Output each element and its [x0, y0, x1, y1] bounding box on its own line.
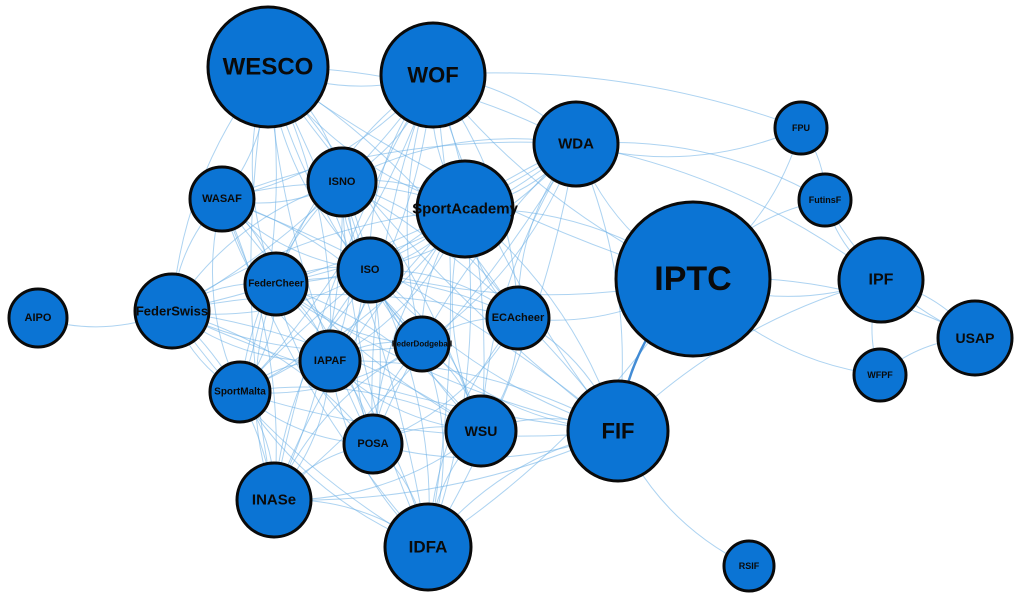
node-circle	[379, 21, 487, 129]
node-label: SportMalta	[214, 387, 266, 398]
edge-WOF-IDFA	[427, 74, 452, 548]
node-SportAcademy: SportAcademy	[412, 159, 519, 259]
node-label: WDA	[558, 136, 594, 153]
edge-FederSwiss-FIF	[171, 310, 619, 432]
node-WDA: WDA	[532, 100, 620, 188]
node-FederSwiss: FederSwiss	[133, 272, 211, 350]
node-circle	[243, 251, 309, 317]
node-label: IAPAF	[314, 355, 346, 367]
node-label: RSIF	[739, 561, 760, 571]
node-label: WFPF	[867, 370, 893, 380]
node-ISNO: ISNO	[306, 146, 378, 218]
node-label: WESCO	[223, 54, 314, 81]
edge-ISNO-WSU	[341, 181, 482, 432]
node-circle	[306, 146, 378, 218]
node-circle	[532, 100, 620, 188]
node-FederDodgeball: FederDodgeball	[392, 315, 452, 373]
node-label: FederDodgeball	[392, 340, 452, 349]
node-label: FutinsF	[809, 195, 842, 205]
node-WASAF: WASAF	[188, 165, 256, 233]
node-circle	[336, 236, 404, 304]
node-IDFA: IDFA	[383, 502, 473, 592]
node-WFPF: WFPF	[852, 347, 908, 403]
edge-WASAF-FIF	[221, 198, 619, 432]
edge-WDA-IDFA	[427, 143, 577, 548]
node-label: ISNO	[329, 176, 356, 188]
node-circle	[393, 315, 451, 373]
node-IPF: IPF	[837, 236, 925, 324]
node-label: FPU	[792, 123, 810, 133]
edge-WASAF-POSA	[221, 198, 374, 445]
node-circle	[566, 379, 670, 483]
node-label: FederCheer	[248, 279, 304, 290]
node-circle	[444, 394, 518, 468]
edge-FederSwiss-ECAcheer	[171, 293, 519, 319]
node-WSU: WSU	[444, 394, 518, 468]
node-circle	[133, 272, 211, 350]
edge-WESCO-FIF	[267, 66, 619, 432]
node-circle	[7, 287, 69, 349]
node-IPTC: IPTC	[614, 200, 772, 358]
edge-WASAF-INASe	[221, 198, 277, 501]
node-label: INASe	[252, 492, 296, 509]
node-circle	[852, 347, 908, 403]
node-label: SportAcademy	[412, 201, 519, 218]
node-label: POSA	[357, 438, 388, 450]
node-label: AIPO	[25, 312, 52, 324]
edge-WOF-FPU	[432, 72, 802, 129]
node-circle	[415, 159, 515, 259]
node-circle	[614, 200, 772, 358]
node-FIF: FIF	[566, 379, 670, 483]
node-label: IDFA	[409, 538, 448, 557]
node-INASe: INASe	[235, 461, 313, 539]
node-WESCO: WESCO	[206, 5, 330, 129]
node-label: USAP	[956, 330, 995, 346]
edge-ISNO-IDFA	[341, 181, 429, 548]
node-circle	[722, 539, 776, 593]
node-circle	[342, 413, 404, 475]
node-AIPO: AIPO	[7, 287, 69, 349]
node-label: ISO	[361, 264, 380, 276]
node-ECAcheer: ECAcheer	[485, 285, 551, 351]
edge-WDA-POSA	[372, 143, 577, 445]
node-label: WASAF	[202, 193, 242, 205]
node-circle	[188, 165, 256, 233]
node-RSIF: RSIF	[722, 539, 776, 593]
node-layer: WESCO WOF WDA SportAcademy ISNO WASAF ISO Feder…	[7, 5, 1014, 593]
node-circle	[837, 236, 925, 324]
node-SportMalta: SportMalta	[208, 360, 272, 424]
node-circle	[797, 172, 853, 228]
node-FederCheer: FederCheer	[243, 251, 309, 317]
node-circle	[235, 461, 313, 539]
node-label: WSU	[465, 423, 498, 439]
node-circle	[773, 100, 829, 156]
node-circle	[485, 285, 551, 351]
node-label: FederSwiss	[136, 304, 208, 319]
node-label: WOF	[407, 63, 458, 88]
node-ISO: ISO	[336, 236, 404, 304]
edge-WOF-INASe	[273, 74, 434, 501]
node-label: IPF	[869, 272, 894, 289]
node-WOF: WOF	[379, 21, 487, 129]
node-circle	[208, 360, 272, 424]
node-circle	[206, 5, 330, 129]
node-label: FIF	[602, 419, 635, 444]
node-circle	[936, 299, 1014, 377]
node-USAP: USAP	[936, 299, 1014, 377]
node-label: ECAcheer	[492, 312, 545, 324]
node-FPU: FPU	[773, 100, 829, 156]
node-IAPAF: IAPAF	[298, 329, 362, 393]
node-FutinsF: FutinsF	[797, 172, 853, 228]
node-POSA: POSA	[342, 413, 404, 475]
node-circle	[383, 502, 473, 592]
node-label: IPTC	[654, 260, 731, 298]
node-circle	[298, 329, 362, 393]
edge-WDA-WASAF	[221, 141, 577, 200]
